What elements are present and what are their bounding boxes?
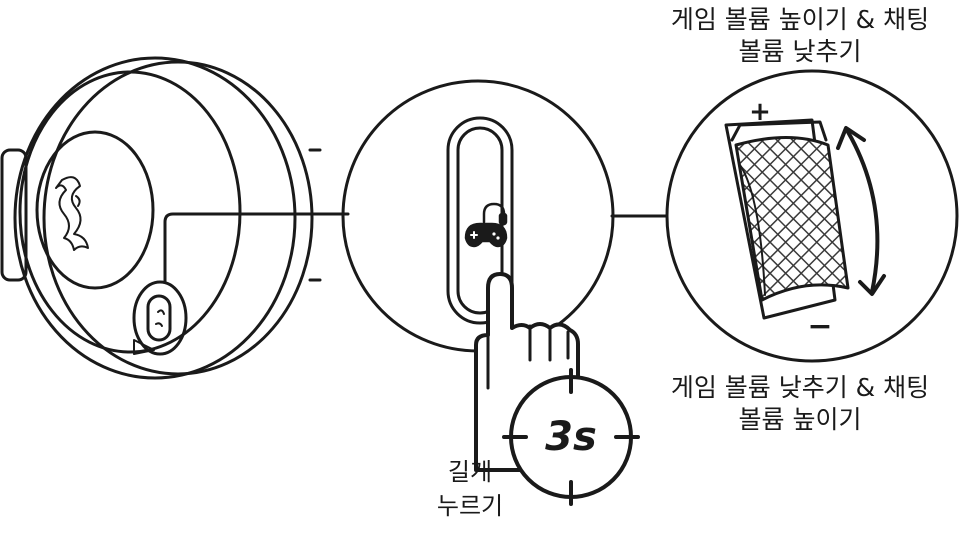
game-chat-icon <box>464 202 508 248</box>
wheel-housing <box>724 118 837 320</box>
timer-text: 3s <box>545 414 597 460</box>
earcup-center <box>35 130 155 290</box>
earcup-plate <box>18 70 242 354</box>
hold-line-2: 누르기 <box>436 492 504 520</box>
earcup-control <box>132 280 188 356</box>
callout-line <box>163 212 350 284</box>
headband-slider <box>0 148 28 282</box>
wheel-plus-mark: + <box>749 97 771 127</box>
scroll-up-line-2: 볼륨 낮추기 <box>738 37 862 66</box>
button-zoom <box>341 79 615 353</box>
scroll-down-line-1: 게임 볼륨 낮추기 & 채팅 <box>670 373 930 402</box>
zoom-circle <box>341 79 615 353</box>
double-arrow-icon <box>836 126 886 296</box>
button-outer <box>446 116 514 325</box>
scroll-up-line-1: 게임 볼륨 높이기 & 채팅 <box>670 5 930 34</box>
scroll-down-line-2: 볼륨 높이기 <box>738 405 862 434</box>
wheel-side <box>739 164 766 296</box>
wheel-zoom <box>665 69 959 363</box>
razer-logo-icon <box>55 176 89 251</box>
hold-line-1: 길게 <box>447 458 493 486</box>
timer-circle <box>502 368 640 506</box>
wheel-top-lip <box>730 120 828 142</box>
wheel-minus-mark: − <box>807 309 832 344</box>
wheel-outline <box>734 136 850 302</box>
scroll-up-label: 게임 볼륨 높이기 & 채팅 볼륨 낮추기 <box>640 4 960 68</box>
earcup-shell <box>42 60 314 376</box>
scroll-down-label: 게임 볼륨 낮추기 & 채팅 볼륨 높이기 <box>640 372 960 436</box>
earcup-back <box>13 56 297 380</box>
earcup-edge <box>308 148 322 282</box>
wheel-circle <box>665 69 959 363</box>
headset-earcup <box>0 56 322 380</box>
hold-label: 길게 누르기 <box>400 455 540 523</box>
